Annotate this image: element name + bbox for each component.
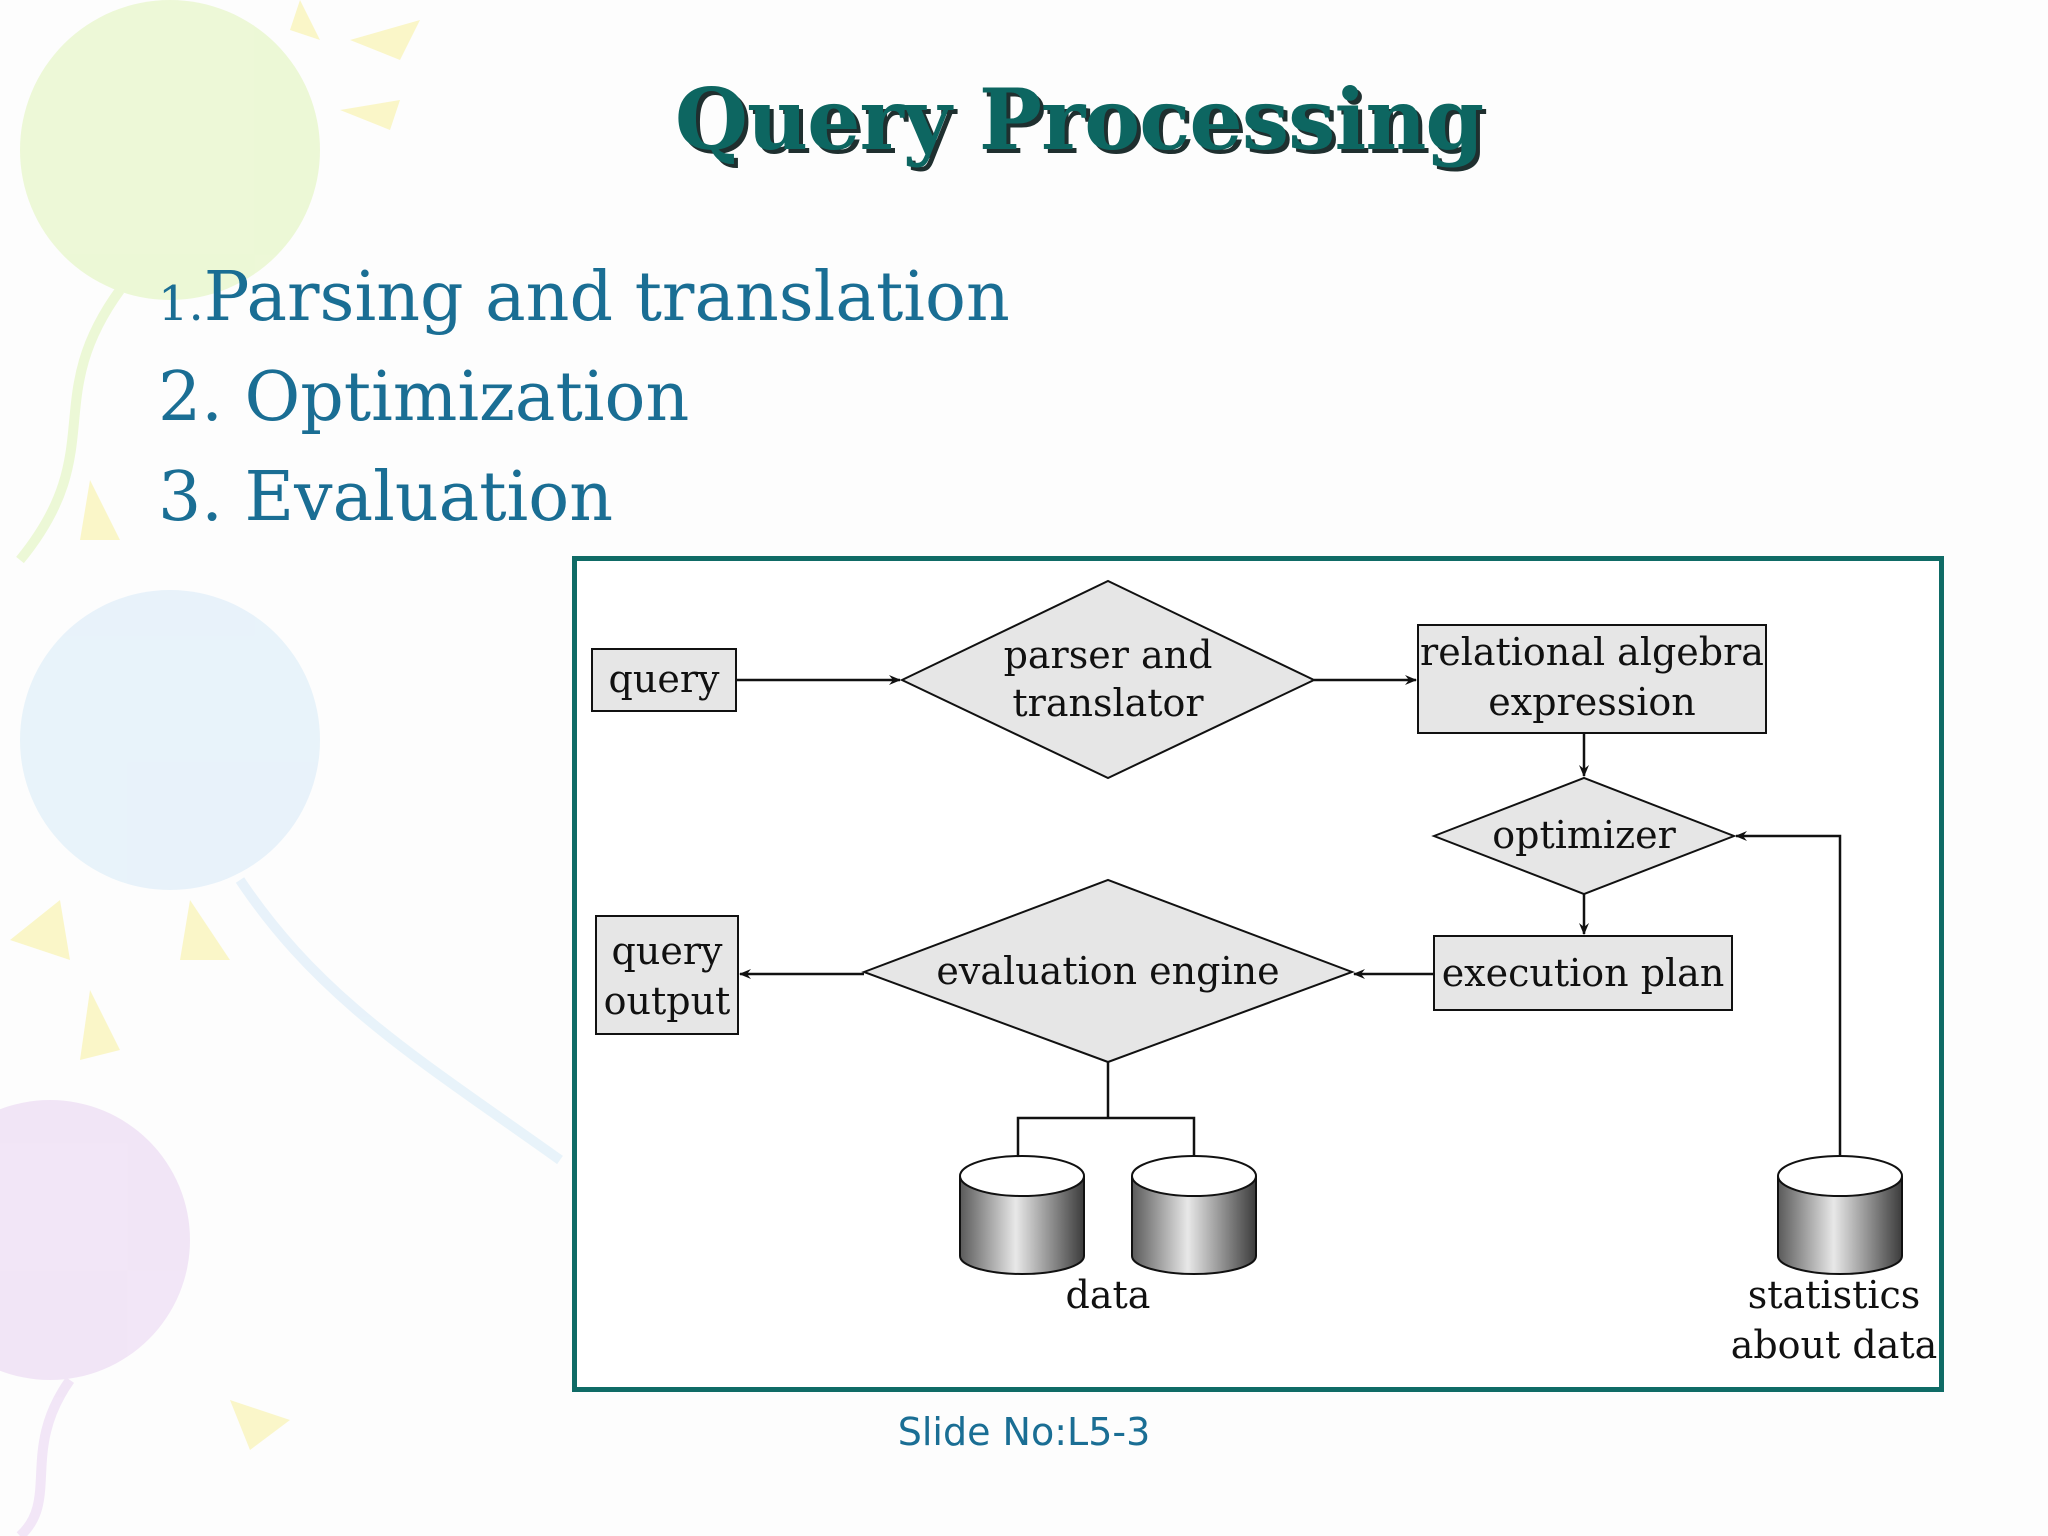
parser-label-line1: parser and (1004, 633, 1213, 677)
relational-label-line1: relational algebra (1420, 630, 1764, 674)
step-list: 1.Parsing and translation 2. Optimizatio… (158, 248, 1010, 548)
query-output-label-line1: query (612, 929, 723, 973)
statistics-label-line2: about data (1731, 1323, 1938, 1367)
optimizer-label: optimizer (1492, 813, 1676, 857)
step-number: 1. (158, 276, 204, 332)
step-text: Optimization (244, 358, 690, 437)
data-cylinder-2 (1131, 1155, 1257, 1275)
query-label: query (609, 657, 720, 701)
flow-arrows (736, 675, 1842, 1156)
list-item: 2. Optimization (158, 348, 1010, 448)
data-cylinder-1 (959, 1155, 1085, 1275)
blue-balloon (20, 590, 320, 890)
parser-label-line2: translator (1012, 681, 1204, 725)
query-output-box: query output (595, 915, 739, 1035)
list-item: 1.Parsing and translation (158, 248, 1010, 348)
slide-number: Slide No:L5-3 (897, 1410, 1151, 1454)
slide-title: Query Processing (674, 70, 1484, 169)
optimizer-diamond: optimizer (1431, 776, 1737, 896)
evaluation-engine-diamond: evaluation engine (861, 878, 1355, 1064)
statistics-cylinder (1777, 1155, 1903, 1275)
green-balloon (20, 0, 320, 300)
step-number: 2. (158, 358, 223, 437)
step-text: Parsing and translation (203, 258, 1010, 337)
statistics-label-line1: statistics (1748, 1273, 1921, 1317)
parser-translator-diamond: parser and translator (899, 579, 1317, 780)
relational-label-line2: expression (1488, 680, 1695, 724)
execution-plan-label: execution plan (1442, 951, 1725, 995)
query-processing-diagram: query parser and translator relational a… (572, 556, 1944, 1392)
arrow-statistics-to-optimizer (1735, 831, 1842, 1156)
evaluation-engine-label: evaluation engine (936, 949, 1279, 993)
connector-data-branches (1016, 1116, 1196, 1156)
step-number: 3. (158, 458, 223, 537)
query-output-label-line2: output (604, 979, 731, 1023)
step-text: Evaluation (244, 458, 614, 537)
purple-balloon (0, 1100, 190, 1380)
data-label: data (1066, 1273, 1151, 1317)
query-box: query (591, 648, 737, 712)
list-item: 3. Evaluation (158, 448, 1010, 548)
execution-plan-box: execution plan (1433, 935, 1733, 1011)
relational-algebra-box: relational algebra expression (1417, 624, 1767, 734)
